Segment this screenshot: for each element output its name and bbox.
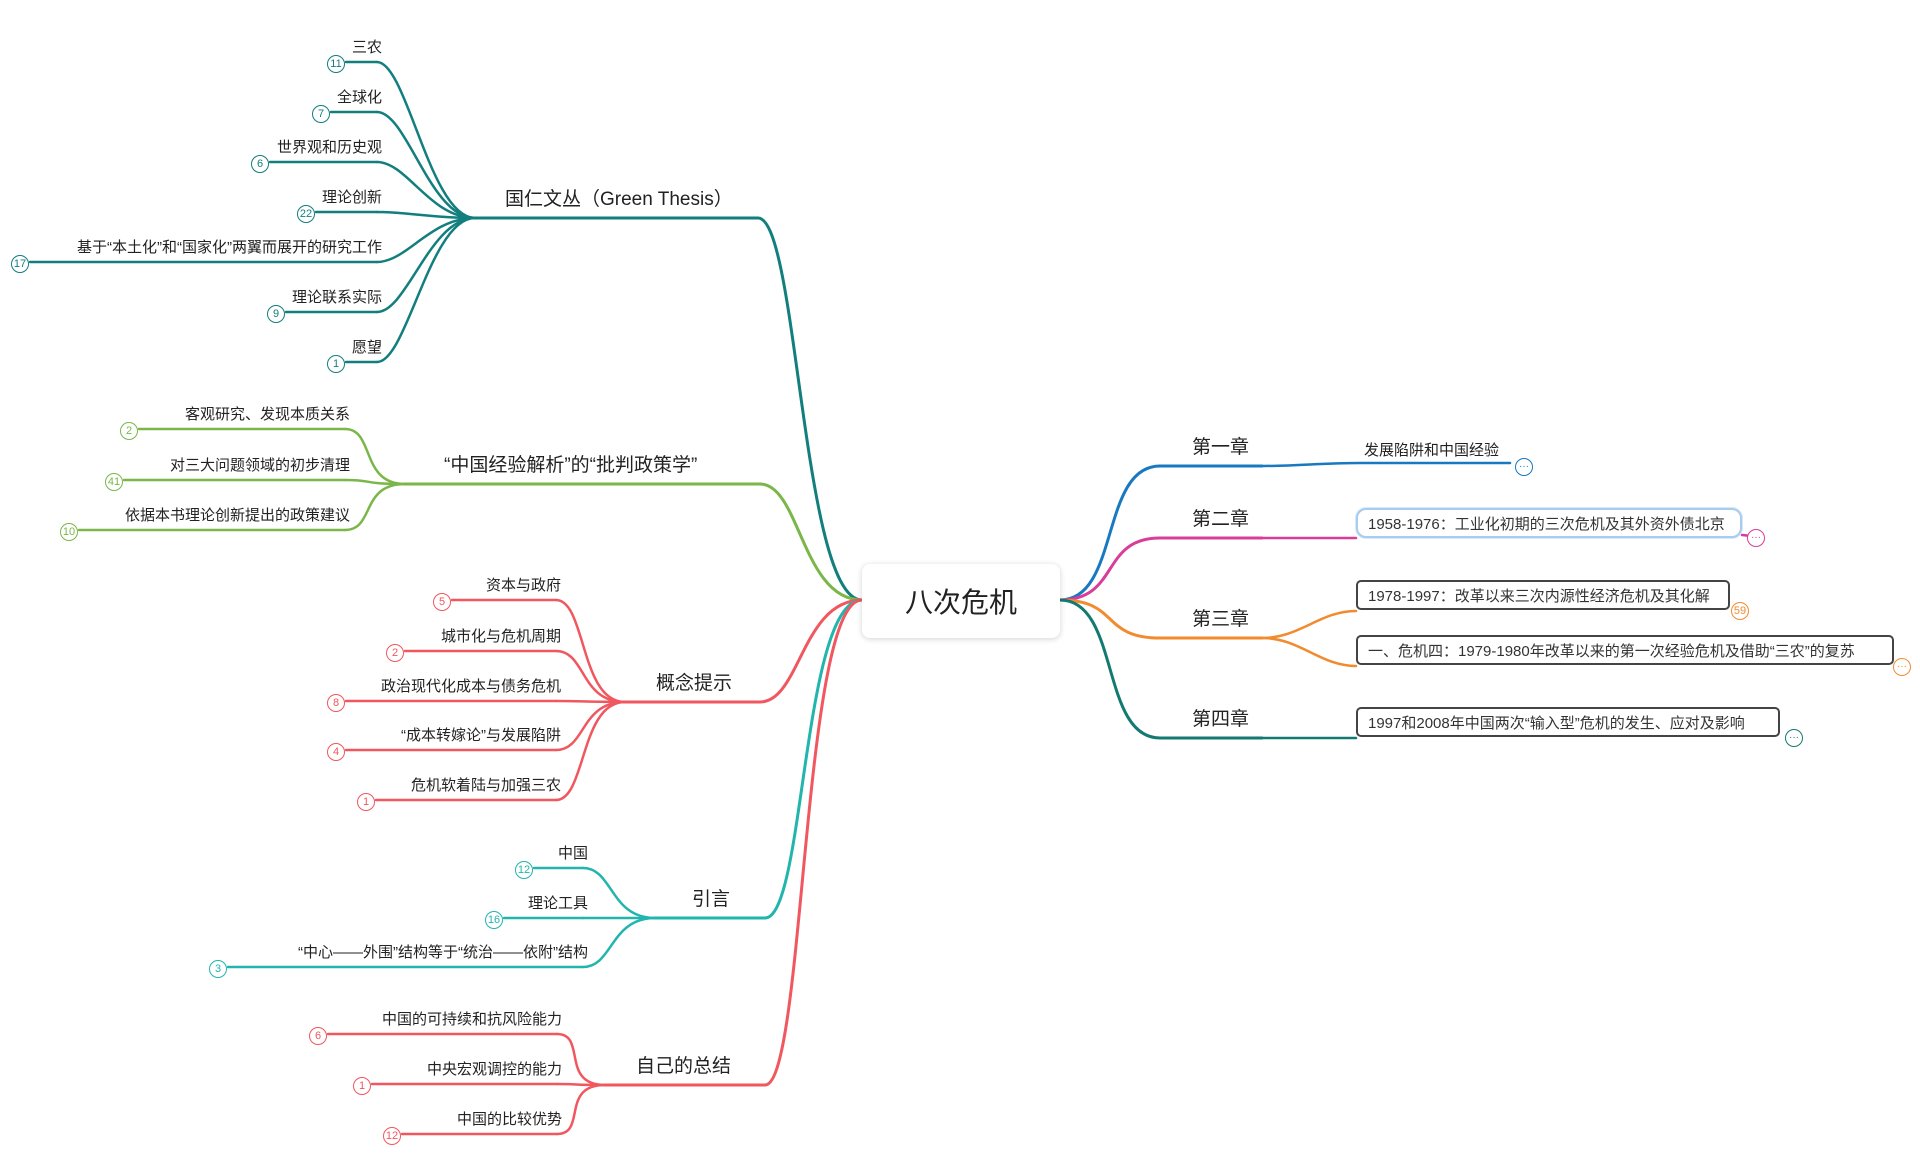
count-badge-summary-1[interactable]: 1 xyxy=(353,1077,371,1095)
child-line-green_thesis-2 xyxy=(375,160,477,220)
subtopic-green_thesis-1[interactable]: 全球化 xyxy=(336,89,382,106)
child-line-policy-1 xyxy=(343,478,407,486)
child-line-ch3-0 xyxy=(1260,609,1358,640)
child-line-green_thesis-4 xyxy=(375,216,477,264)
count-badge-policy-1[interactable]: 41 xyxy=(105,473,123,491)
topic-policy[interactable]: “中国经验解析”的“批判政策学” xyxy=(444,455,698,476)
count-badge-summary-2[interactable]: 12 xyxy=(383,1127,401,1145)
branch-line-policy xyxy=(758,482,864,602)
expand-button-ch4[interactable]: ··· xyxy=(1785,729,1803,747)
child-line-green_thesis-6 xyxy=(375,216,477,364)
count-badge-ch3-0[interactable]: 59 xyxy=(1731,602,1749,620)
topic-summary[interactable]: 自己的总结 xyxy=(636,1056,732,1077)
subtopic-concepts-1[interactable]: 城市化与危机周期 xyxy=(440,628,561,645)
subtopic-concepts-4[interactable]: 危机软着陆与加强三农 xyxy=(410,777,561,794)
topic-ch2[interactable]: 第二章 xyxy=(1192,509,1250,530)
subtopic-summary-1[interactable]: 中央宏观调控的能力 xyxy=(426,1061,562,1078)
subtopic-ch3-1[interactable]: 一、危机四：1979-1980年改革以来的第一次经验危机及借助“三农”的复苏 xyxy=(1356,635,1894,665)
expand-button-ch3[interactable]: ··· xyxy=(1893,658,1911,676)
subtopic-intro-2[interactable]: “中心——外围”结构等于“统治——依附”结构 xyxy=(298,944,588,961)
branch-line-ch2 xyxy=(1058,536,1162,602)
child-line-green_thesis-3 xyxy=(375,210,477,220)
branch-line-ch3 xyxy=(1058,598,1162,640)
branch-line-ch4 xyxy=(1058,598,1162,740)
subtopic-policy-0[interactable]: 客观研究、发现本质关系 xyxy=(184,406,350,423)
subtopic-intro-1[interactable]: 理论工具 xyxy=(527,895,588,912)
topic-ch4[interactable]: 第四章 xyxy=(1192,709,1250,730)
child-line-summary-1 xyxy=(555,1082,607,1087)
subtopic-intro-0[interactable]: 中国 xyxy=(557,845,588,862)
count-badge-intro-1[interactable]: 16 xyxy=(485,911,503,929)
count-badge-concepts-1[interactable]: 2 xyxy=(386,644,404,662)
child-line-intro-2 xyxy=(581,916,657,969)
subtopic-green_thesis-5[interactable]: 理论联系实际 xyxy=(291,289,382,306)
subtopic-ch4-0[interactable]: 1997和2008年中国两次“输入型”危机的发生、应对及影响 xyxy=(1356,707,1780,737)
count-badge-green_thesis-1[interactable]: 7 xyxy=(312,105,330,123)
count-badge-concepts-2[interactable]: 8 xyxy=(327,694,345,712)
subtopic-ch3-0[interactable]: 1978-1997：改革以来三次内源性经济危机及其化解 xyxy=(1356,580,1730,610)
count-badge-green_thesis-2[interactable]: 6 xyxy=(251,155,269,173)
count-badge-green_thesis-3[interactable]: 22 xyxy=(297,205,315,223)
child-line-green_thesis-0 xyxy=(375,60,477,220)
count-badge-policy-2[interactable]: 10 xyxy=(60,523,78,541)
count-badge-green_thesis-6[interactable]: 1 xyxy=(327,355,345,373)
subtopic-concepts-2[interactable]: 政治现代化成本与债务危机 xyxy=(380,678,561,695)
count-badge-summary-0[interactable]: 6 xyxy=(309,1027,327,1045)
subtopic-concepts-0[interactable]: 资本与政府 xyxy=(485,577,561,594)
expand-button-ch1[interactable]: ··· xyxy=(1515,458,1533,476)
subtopic-ch2-0[interactable]: 1958-1976：工业化初期的三次危机及其外资外债北京 xyxy=(1356,508,1742,538)
topic-concepts[interactable]: 概念提示 xyxy=(656,673,733,694)
child-line-ch1-0 xyxy=(1260,461,1512,468)
child-line-policy-2 xyxy=(343,482,407,532)
child-line-intro-0 xyxy=(581,866,657,920)
count-badge-policy-0[interactable]: 2 xyxy=(120,422,138,440)
subtopic-green_thesis-2[interactable]: 世界观和历史观 xyxy=(276,139,382,156)
child-line-concepts-4 xyxy=(554,700,627,802)
child-line-concepts-3 xyxy=(554,700,627,752)
count-badge-green_thesis-0[interactable]: 11 xyxy=(327,55,345,73)
branch-line-green_thesis xyxy=(756,216,864,602)
count-badge-concepts-3[interactable]: 4 xyxy=(327,743,345,761)
child-line-concepts-0 xyxy=(554,598,627,704)
expand-button-ch2[interactable]: ··· xyxy=(1747,529,1765,547)
count-badge-green_thesis-4[interactable]: 17 xyxy=(11,255,29,273)
count-badge-concepts-4[interactable]: 1 xyxy=(357,793,375,811)
child-line-summary-0 xyxy=(555,1032,607,1087)
subtopic-summary-2[interactable]: 中国的比较优势 xyxy=(456,1111,562,1128)
count-badge-intro-0[interactable]: 12 xyxy=(515,861,533,879)
subtopic-summary-0[interactable]: 中国的可持续和抗风险能力 xyxy=(381,1011,562,1028)
subtopic-green_thesis-3[interactable]: 理论创新 xyxy=(321,189,382,206)
subtopic-policy-1[interactable]: 对三大问题领域的初步清理 xyxy=(169,457,350,474)
topic-intro[interactable]: 引言 xyxy=(692,889,731,910)
topic-green_thesis[interactable]: 国仁文丛（Green Thesis） xyxy=(505,189,733,210)
branch-line-ch1 xyxy=(1058,464,1162,602)
child-line-policy-0 xyxy=(343,427,407,486)
child-line-concepts-1 xyxy=(554,649,627,704)
child-line-ch3-1 xyxy=(1260,636,1358,668)
count-badge-intro-2[interactable]: 3 xyxy=(209,960,227,978)
branch-line-intro xyxy=(763,598,864,920)
topic-ch1[interactable]: 第一章 xyxy=(1192,437,1250,458)
branch-line-summary xyxy=(763,598,864,1087)
subtopic-green_thesis-6[interactable]: 愿望 xyxy=(351,339,382,356)
child-line-green_thesis-1 xyxy=(375,110,477,220)
count-badge-green_thesis-5[interactable]: 9 xyxy=(267,305,285,323)
topic-ch3[interactable]: 第三章 xyxy=(1192,609,1250,630)
subtopic-green_thesis-0[interactable]: 三农 xyxy=(351,39,382,56)
root-topic[interactable]: 八次危机 xyxy=(862,564,1060,638)
root-topic-label: 八次危机 xyxy=(904,587,1017,618)
count-badge-concepts-0[interactable]: 5 xyxy=(433,593,451,611)
child-line-concepts-2 xyxy=(554,699,627,704)
subtopic-ch1-0[interactable]: 发展陷阱和中国经验 xyxy=(1364,442,1500,459)
child-line-green_thesis-5 xyxy=(375,216,477,314)
subtopic-concepts-3[interactable]: “成本转嫁论”与发展陷阱 xyxy=(401,727,561,744)
child-line-summary-2 xyxy=(555,1083,607,1136)
subtopic-green_thesis-4[interactable]: 基于“本土化”和“国家化”两翼而展开的研究工作 xyxy=(77,239,382,256)
branch-line-concepts xyxy=(758,598,864,704)
subtopic-policy-2[interactable]: 依据本书理论创新提出的政策建议 xyxy=(124,507,350,524)
